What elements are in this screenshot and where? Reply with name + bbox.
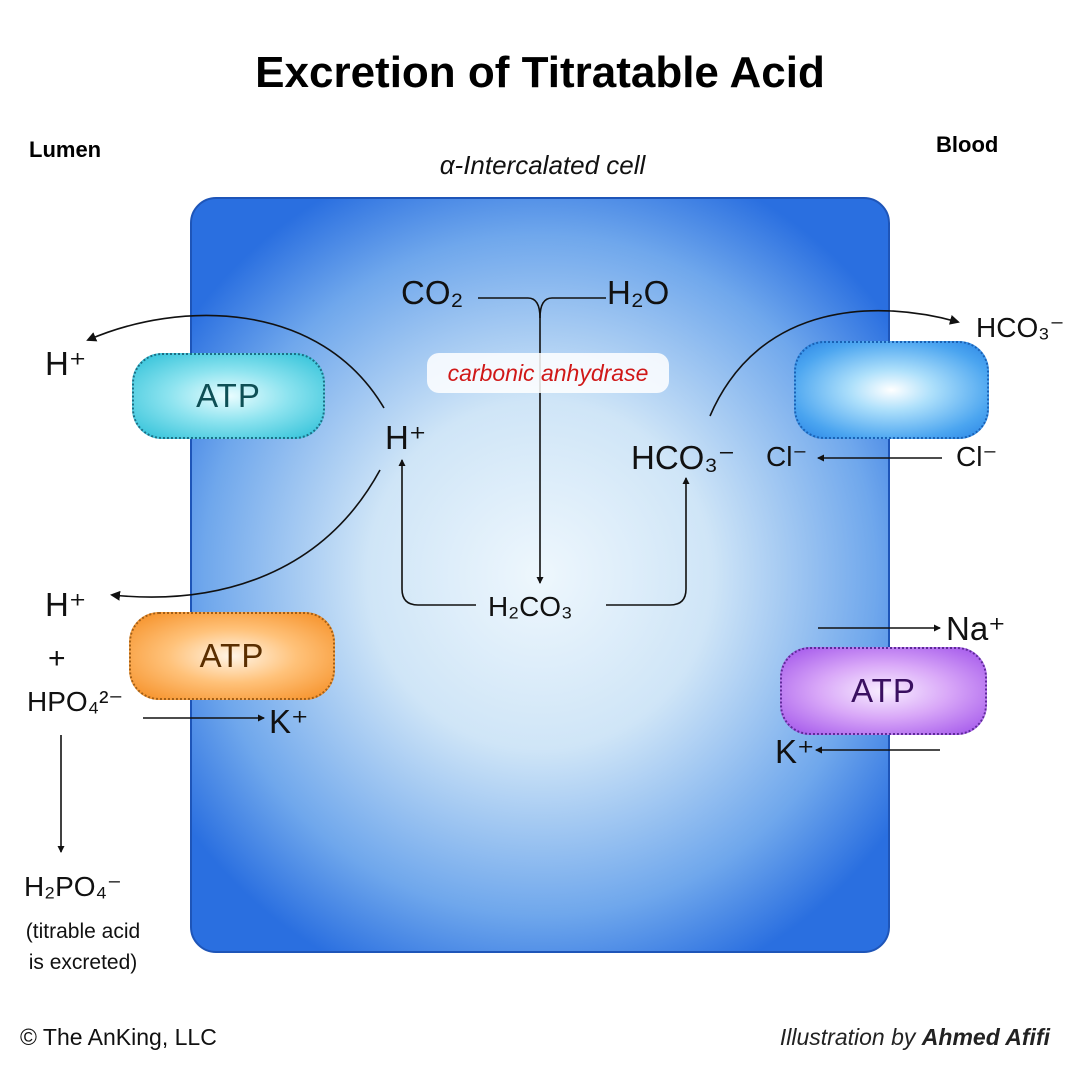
hpo4-label: HPO₄²⁻: [27, 686, 124, 717]
blood-label: Blood: [936, 132, 999, 157]
titrable-note-line-1: (titrable acid: [25, 920, 141, 943]
na-k-atpase-pump: ATP: [780, 647, 987, 735]
page-title: Excretion of Titratable Acid: [255, 48, 825, 97]
hco3-efflux-arrow: [709, 309, 960, 417]
cell-label: α-Intercalated cell: [439, 150, 646, 180]
credit-name: Ahmed Afifi: [921, 1024, 1050, 1050]
atp-mid-label: ATP: [199, 637, 265, 674]
h2co3-label: H₂CO₃: [488, 591, 573, 622]
cl-hco3-exchanger: [794, 341, 989, 439]
hco3-cell-label: HCO₃⁻: [631, 439, 736, 476]
h-atpase-pump-top: ATP: [132, 353, 325, 439]
h2co3-to-h-arrow: [398, 459, 476, 606]
h-k-atpase-pump: ATP: [129, 612, 335, 700]
na-plus-label: Na⁺: [946, 610, 1006, 647]
k-plus-lumen-label: K⁺: [269, 703, 309, 740]
plus-sign: +: [48, 642, 66, 675]
h2o-connector: [539, 297, 606, 319]
h-plus-lumen-top-label: H⁺: [45, 345, 87, 382]
titrable-acid-note: (titrable acid is excreted): [8, 916, 158, 978]
cl-blood-label: Cl⁻: [956, 441, 998, 472]
carbonic-anhydrase-label: carbonic anhydrase: [427, 353, 669, 393]
hco3-blood-label: HCO₃⁻: [976, 312, 1065, 343]
lumen-label: Lumen: [29, 137, 102, 162]
h-plus-lumen-mid-label: H⁺: [45, 586, 87, 623]
h2o-label: H₂O: [607, 274, 670, 311]
h-efflux-mid-arrow: [110, 469, 381, 601]
k-plus-blood-label: K⁺: [775, 733, 815, 770]
titrable-note-line-2: is excreted): [28, 951, 138, 974]
cl-cell-label: Cl⁻: [766, 441, 808, 472]
illustration-credit: Illustration by Ahmed Afifi: [600, 1024, 1050, 1051]
credit-prefix: Illustration by: [779, 1024, 916, 1050]
co2-connector: [478, 297, 541, 319]
co2-label: CO₂: [401, 274, 464, 311]
atp-right-label: ATP: [851, 672, 916, 709]
atp-top-label: ATP: [196, 377, 261, 414]
h-plus-cell-label: H⁺: [385, 419, 427, 456]
h2co3-to-hco3-arrow: [606, 477, 690, 606]
h-efflux-top-arrow: [86, 314, 385, 409]
copyright-text: © The AnKing, LLC: [20, 1024, 217, 1050]
h2po4-label: H₂PO₄⁻: [24, 871, 122, 902]
